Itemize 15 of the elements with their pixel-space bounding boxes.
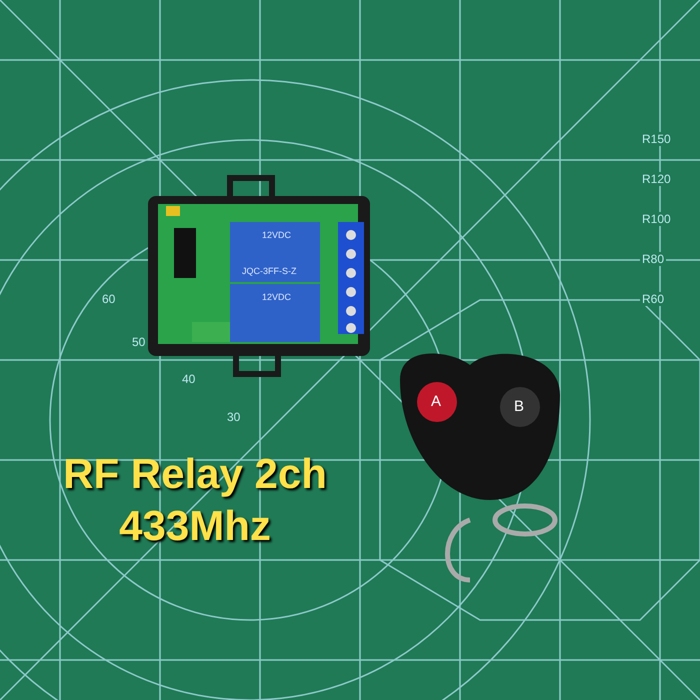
mat-marking: R120	[640, 172, 673, 186]
product-title: RF Relay 2ch 433Mhz	[62, 449, 328, 551]
button-letter: B	[514, 398, 524, 415]
mat-marking: 40	[180, 372, 198, 386]
mat-marking: 50	[130, 335, 148, 349]
mat-marking: 60	[100, 292, 118, 306]
mat-marking: 30	[225, 410, 242, 424]
relay-marking: 12VDC	[262, 292, 292, 302]
mat-marking: R100	[640, 212, 673, 226]
relay-marking: JQC-3FF-S-Z	[242, 266, 296, 276]
mat-marking: R60	[640, 292, 666, 306]
mat-marking: R80	[640, 252, 666, 266]
button-letter: A	[431, 393, 442, 410]
relay-marking: 12VDC	[262, 230, 292, 240]
mat-marking: R150	[640, 132, 673, 146]
